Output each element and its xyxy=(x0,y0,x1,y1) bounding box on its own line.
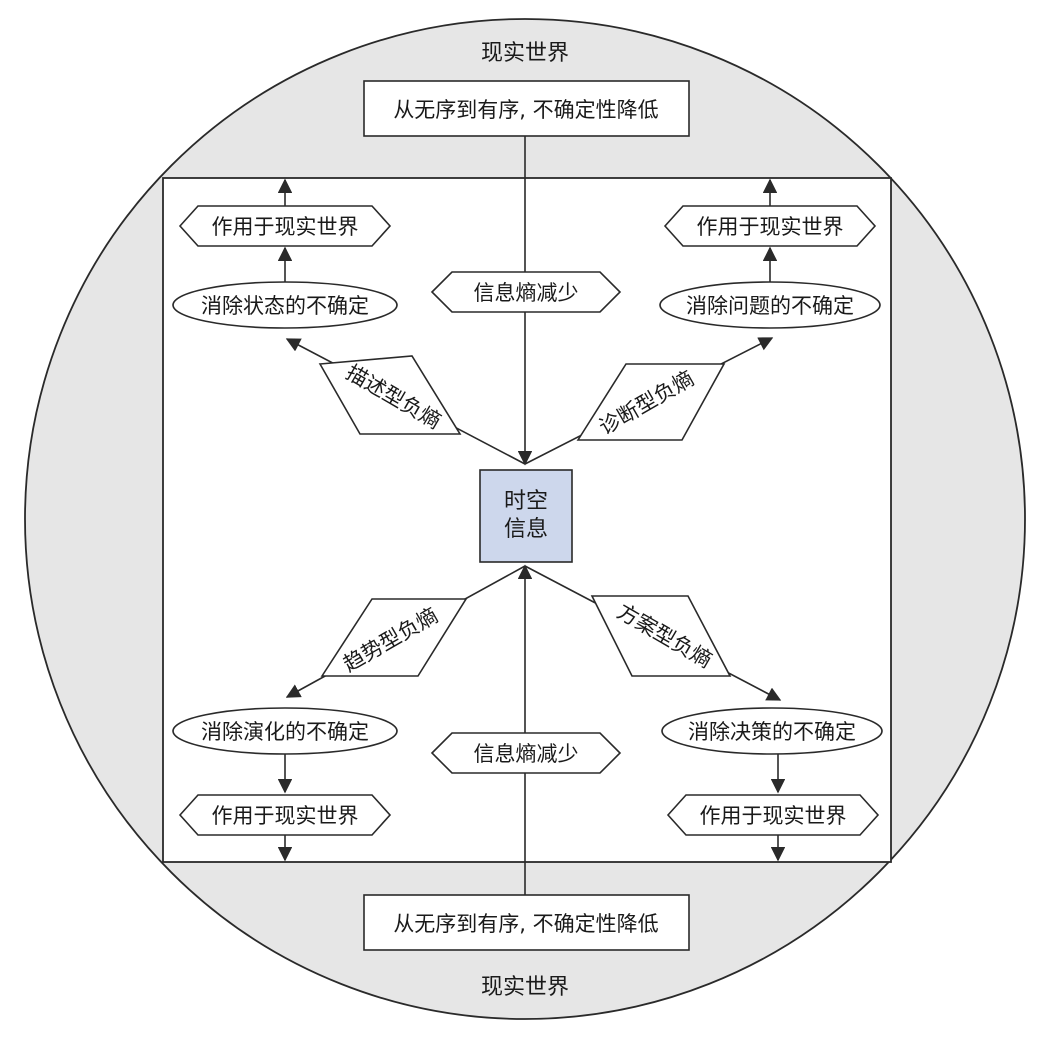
entropy-top-hexagon xyxy=(430,271,622,313)
br-action-label: 作用于现实世界 xyxy=(700,804,847,828)
spatiotemporal-info-node xyxy=(479,469,573,563)
bottom-banner-text: 从无序到有序, 不确定性降低 xyxy=(393,912,658,936)
trend-entropy-box xyxy=(320,598,468,677)
scheme-entropy-box xyxy=(590,595,732,677)
bl-action-hexagon xyxy=(178,794,392,836)
br-action-hexagon xyxy=(666,794,880,836)
entropy-bottom-label: 信息熵减少 xyxy=(474,742,579,766)
world-label-bottom: 现实世界 xyxy=(481,975,569,1000)
tr-action-hexagon xyxy=(663,205,877,247)
tr-uncertainty-ellipse xyxy=(659,281,881,329)
diagnostic-entropy-box xyxy=(576,363,726,441)
tr-action-label: 作用于现实世界 xyxy=(697,215,844,239)
bottom-banner-box xyxy=(363,894,690,951)
world-label-top: 现实世界 xyxy=(481,41,569,66)
bl-action-label: 作用于现实世界 xyxy=(212,804,359,828)
top-banner-text: 从无序到有序, 不确定性降低 xyxy=(393,98,658,122)
tl-uncertainty-label: 消除状态的不确定 xyxy=(201,294,369,318)
tr-uncertainty-label: 消除问题的不确定 xyxy=(686,294,854,318)
tl-uncertainty-ellipse xyxy=(172,281,398,329)
entropy-bottom-hexagon xyxy=(430,732,622,774)
br-uncertainty-ellipse xyxy=(661,707,883,755)
center-node-line1: 时空 xyxy=(504,489,548,514)
center-node-line2: 信息 xyxy=(504,517,548,542)
tl-action-hexagon xyxy=(178,205,392,247)
tl-action-label: 作用于现实世界 xyxy=(212,215,359,239)
br-uncertainty-label: 消除决策的不确定 xyxy=(688,720,856,744)
entropy-top-label: 信息熵减少 xyxy=(474,281,579,305)
descriptive-entropy-box xyxy=(318,355,462,435)
bl-uncertainty-label: 消除演化的不确定 xyxy=(201,720,369,744)
top-banner-box xyxy=(363,80,690,137)
